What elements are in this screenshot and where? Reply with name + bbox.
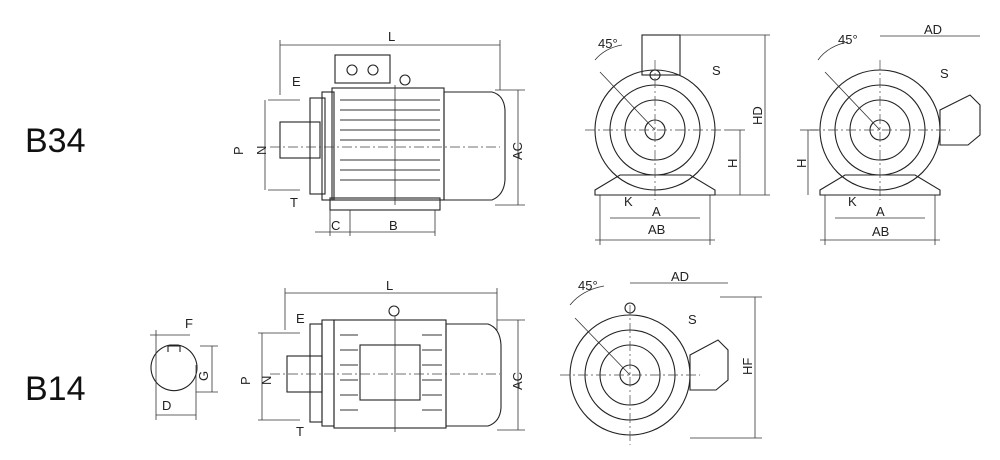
dim-G: G <box>196 371 211 381</box>
b34-front-view: 45° S HD H K A AB <box>585 34 770 245</box>
dim-B: B <box>389 218 398 233</box>
dim-HD: HD <box>750 106 765 125</box>
dim-AB-b34-front: AB <box>648 222 665 237</box>
dim-S-b14-front: S <box>688 312 697 327</box>
b14-front-view: 45° AD S HF <box>560 269 762 445</box>
dim-angle-b34-front: 45° <box>598 36 618 51</box>
dim-angle-b14-front: 45° <box>578 278 598 293</box>
dim-S-b34-front2: S <box>940 66 949 81</box>
dim-H-b34-front: H <box>725 159 740 168</box>
dim-K-b34-front2: K <box>848 194 857 209</box>
dim-P-b14: P <box>238 376 253 385</box>
b34-side-fins <box>340 99 440 181</box>
dim-K-b34-front: K <box>624 194 633 209</box>
dim-T-b14: T <box>296 424 304 439</box>
dim-N: N <box>254 146 269 155</box>
dim-AC-b14: AC <box>510 372 525 390</box>
row-label-b14: B14 <box>25 370 86 408</box>
dim-E-b14: E <box>296 311 305 326</box>
dim-AC: AC <box>510 142 525 160</box>
dim-angle-b34-front2: 45° <box>838 32 858 47</box>
dim-AD-b14-front: AD <box>671 269 689 284</box>
dim-E: E <box>292 74 301 89</box>
b14-side-fins <box>340 334 442 411</box>
dim-T: T <box>290 195 298 210</box>
dim-S-b34-front: S <box>712 63 721 78</box>
dim-HF: HF <box>740 358 755 375</box>
dim-C: C <box>331 218 340 233</box>
dim-L: L <box>388 29 395 44</box>
dim-D: D <box>162 398 171 413</box>
dim-P: P <box>231 146 246 155</box>
dim-AB-b34-front2: AB <box>872 224 889 239</box>
b14-side-view: L AC E P N <box>238 278 525 439</box>
dim-A-b34-front: A <box>652 204 661 219</box>
dim-L-b14: L <box>386 278 393 293</box>
dim-N-b14: N <box>259 376 274 385</box>
dim-AD-b34-front2: AD <box>924 22 942 37</box>
row-label-b34: B34 <box>25 122 86 160</box>
b14-shaft-section: F G D <box>150 316 218 420</box>
dim-A-b34-front2: A <box>876 204 885 219</box>
b34-front-view-2: 45° AD S H K A AB <box>794 22 981 245</box>
dim-H-b34-front2: H <box>794 159 809 168</box>
b34-side-view: L <box>231 29 525 236</box>
dim-F: F <box>185 316 193 331</box>
